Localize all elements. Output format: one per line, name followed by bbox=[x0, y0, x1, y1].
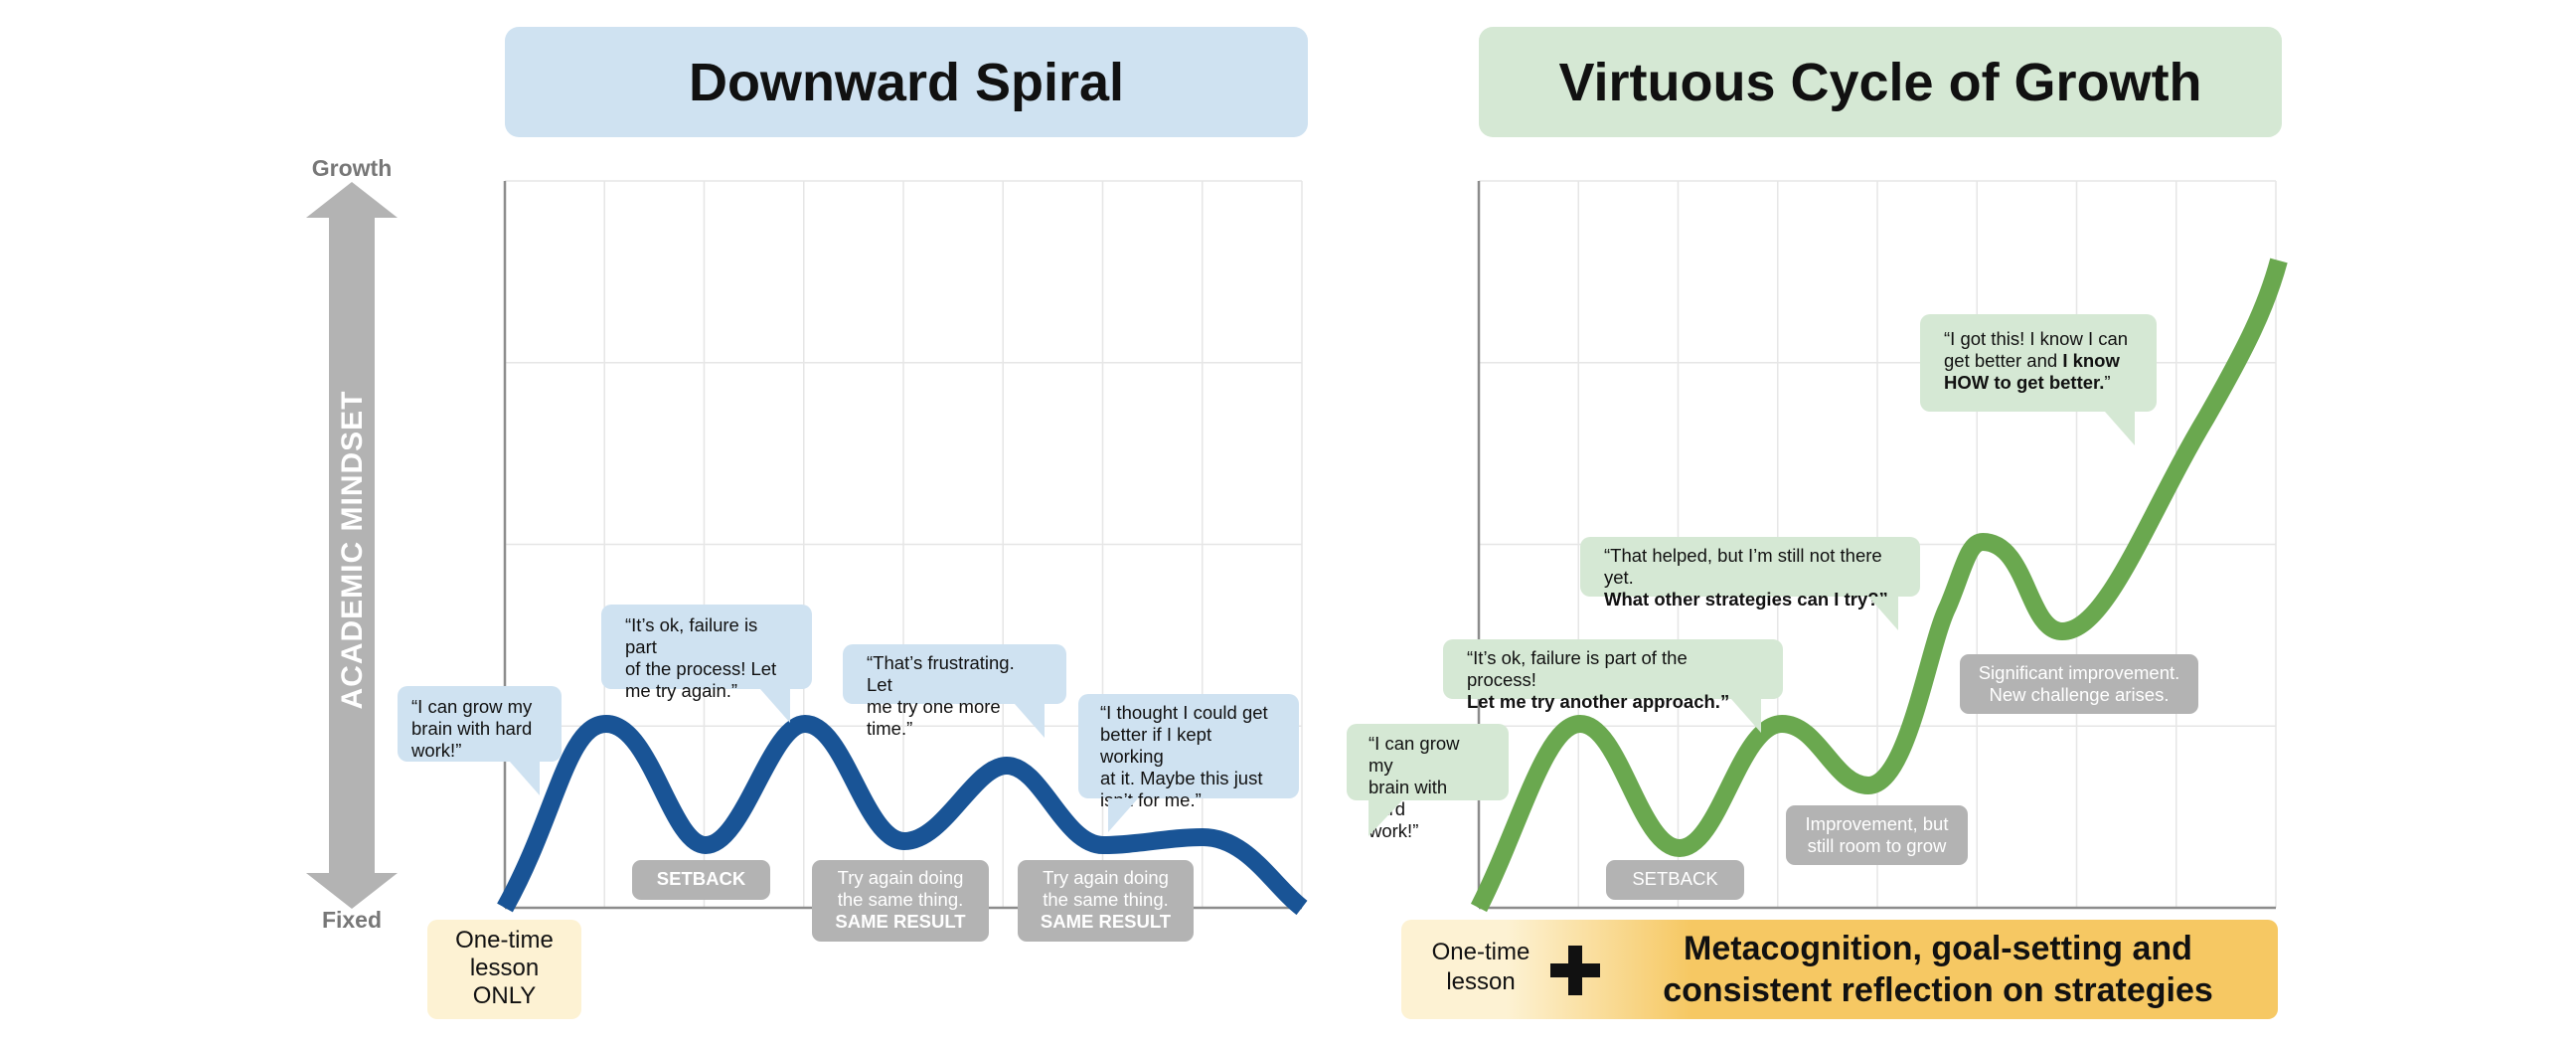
axis-title-text: ACADEMIC MINDSET bbox=[336, 390, 369, 710]
bubble-bold-line: What other strategies can I try?” bbox=[1604, 589, 1888, 609]
bubble-line: better if I kept working bbox=[1100, 724, 1212, 767]
downward-spiral-title: Downward Spiral bbox=[505, 27, 1308, 137]
right-bubble-3: “That helped, but I’m still not there ye… bbox=[1580, 537, 1920, 630]
lesson-line: One-time bbox=[1431, 939, 1530, 965]
bubble-line: “That helped, but I’m still not there ye… bbox=[1604, 545, 1882, 588]
bubble-line: “It’s ok, failure is part of the process… bbox=[1467, 647, 1688, 690]
arrow-down-icon bbox=[306, 873, 398, 909]
banner-line: Metacognition, goal-setting and bbox=[1684, 930, 2192, 967]
lesson-line: ONLY bbox=[472, 982, 537, 1009]
bubble-bold-line: Let me try another approach.” bbox=[1467, 691, 1730, 712]
left-bubble-1: “I can grow my brain with hard work!” bbox=[398, 686, 562, 795]
plus-icon bbox=[1550, 946, 1600, 995]
downward-spiral-curve bbox=[497, 714, 1308, 916]
left-setback-box: SETBACK bbox=[632, 860, 770, 900]
box-text: SETBACK bbox=[1632, 868, 1718, 889]
mindset-axis-arrow bbox=[306, 182, 398, 909]
bubble-line: me try one more time.” bbox=[867, 696, 1001, 739]
box-text: the same thing. bbox=[1043, 889, 1169, 910]
lesson-line: lesson bbox=[469, 955, 540, 981]
bubble-line: me try again.” bbox=[625, 680, 738, 701]
bubble-line: of the process! Let bbox=[625, 658, 777, 679]
virtuous-cycle-title: Virtuous Cycle of Growth bbox=[1479, 27, 2282, 137]
box-text: the same thing. bbox=[837, 889, 964, 910]
virtuous-cycle-curve bbox=[1470, 258, 2288, 913]
bubble-text: get better and bbox=[1944, 350, 2063, 371]
bubble-line: “It’s ok, failure is part bbox=[625, 614, 758, 657]
box-text: Improvement, but bbox=[1805, 813, 1949, 834]
box-text: New challenge arises. bbox=[1989, 684, 2170, 705]
box-text: still room to grow bbox=[1807, 835, 1947, 856]
right-improvement-box: Improvement, but still room to grow bbox=[1786, 805, 1968, 865]
left-bubble-4: “I thought I could get better if I kept … bbox=[1078, 694, 1299, 832]
right-significant-box: Significant improvement. New challenge a… bbox=[1960, 654, 2198, 714]
bubble-line: brain with hard bbox=[411, 718, 533, 739]
one-time-lesson-only-box: One-time lesson ONLY bbox=[427, 920, 581, 1019]
bubble-line: “I can grow my bbox=[1368, 733, 1460, 776]
arrow-up-icon bbox=[306, 182, 398, 218]
right-bubble-top: “I got this! I know I can get better and… bbox=[1920, 314, 2157, 445]
bubble-line: isn’t for me.” bbox=[1100, 789, 1202, 810]
bubble-line: at it. Maybe this just bbox=[1100, 768, 1263, 788]
box-bold-text: SAME RESULT bbox=[835, 911, 966, 932]
metacognition-banner: One-time lesson Metacognition, goal-sett… bbox=[1401, 920, 2278, 1019]
left-retry-box-1: Try again doing the same thing. SAME RES… bbox=[812, 860, 989, 942]
axis-fixed-label: Fixed bbox=[321, 907, 383, 933]
box-text: SETBACK bbox=[656, 868, 746, 889]
bubble-line: “I can grow my bbox=[411, 696, 533, 717]
left-bubble-3: “That’s frustrating. Let me try one more… bbox=[843, 644, 1066, 739]
right-bubble-2: “It’s ok, failure is part of the process… bbox=[1443, 639, 1783, 733]
right-setback-box: SETBACK bbox=[1606, 860, 1744, 900]
bubble-line: work!” bbox=[1368, 820, 1419, 841]
bubble-line: “I thought I could get bbox=[1100, 702, 1268, 723]
bubble-line: work!” bbox=[411, 740, 462, 761]
left-retry-box-2: Try again doing the same thing. SAME RES… bbox=[1018, 860, 1194, 942]
box-text: Significant improvement. bbox=[1978, 662, 2180, 683]
right-bubble-1: “I can grow my brain with hard work!” bbox=[1347, 724, 1509, 841]
box-text: Try again doing bbox=[837, 867, 964, 888]
box-text: Try again doing bbox=[1043, 867, 1169, 888]
metacognition-text: Metacognition, goal-setting and consiste… bbox=[1610, 928, 2266, 1011]
bubble-text: ” bbox=[2104, 372, 2111, 393]
box-bold-text: SAME RESULT bbox=[1040, 911, 1172, 932]
axis-growth-label: Growth bbox=[311, 155, 393, 181]
bubble-line: “I got this! I know I can bbox=[1944, 328, 2129, 349]
one-time-lesson-label: One-time lesson bbox=[1401, 938, 1560, 997]
bubble-line: “That’s frustrating. Let bbox=[867, 652, 1015, 695]
left-bubble-2: “It’s ok, failure is part of the process… bbox=[601, 605, 812, 723]
lesson-line: One-time bbox=[455, 927, 554, 954]
banner-line: consistent reflection on strategies bbox=[1663, 971, 2213, 1009]
lesson-line: lesson bbox=[1446, 968, 1516, 995]
bubble-bold-text: HOW to get better. bbox=[1944, 372, 2105, 393]
bubble-bold-text: I know bbox=[2062, 350, 2120, 371]
bubble-line: brain with hard bbox=[1368, 777, 1448, 819]
